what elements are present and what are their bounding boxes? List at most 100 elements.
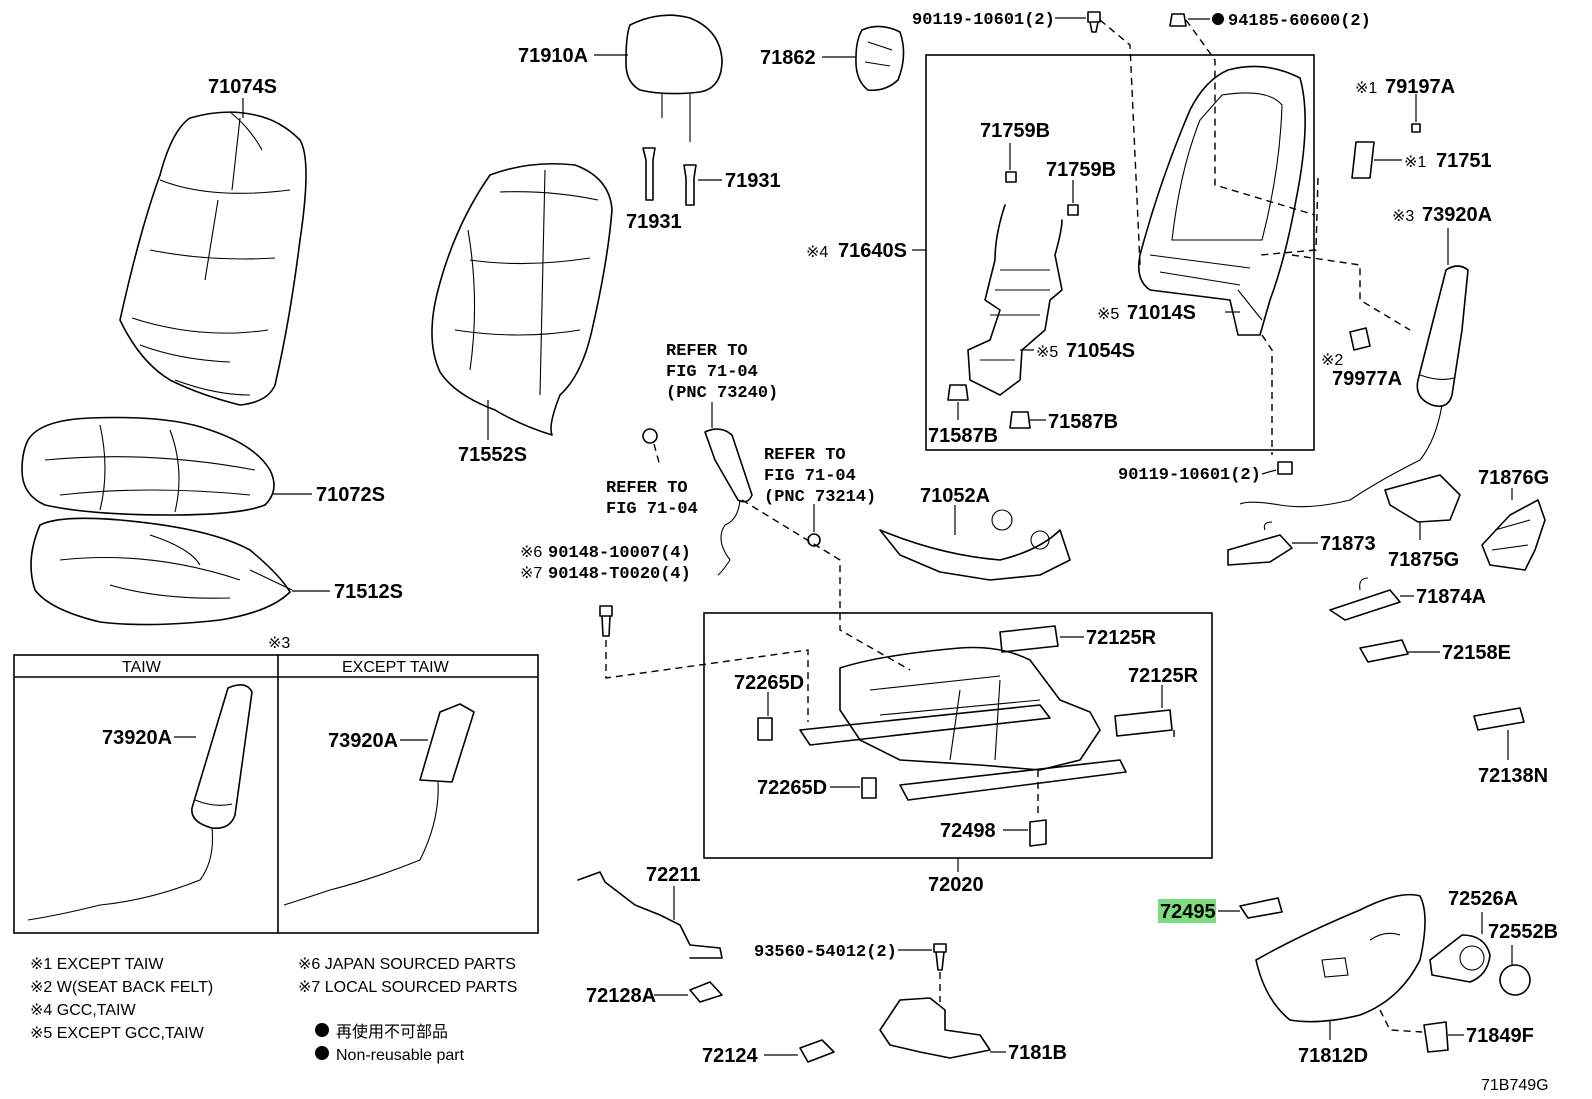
table-col-taiw: TAIW xyxy=(122,659,162,676)
refer-note-3-line2: FIG 71-04 xyxy=(764,467,856,486)
dashed-line-bottom-bolt xyxy=(1261,334,1273,455)
diagram-id: 71B749G xyxy=(1481,1077,1549,1094)
cover-71875G-drawing xyxy=(1384,474,1461,523)
label-71931-right[interactable]: 71931 xyxy=(725,170,781,192)
seat-adjuster-drawing xyxy=(799,646,1127,801)
label-90119-10601-bottom[interactable]: 90119-10601(2) xyxy=(1118,466,1261,485)
table-col-except-taiw: EXCEPT TAIW xyxy=(342,659,450,676)
label-71931-left[interactable]: 71931 xyxy=(626,211,682,233)
bolt-90119-top-drawing xyxy=(1087,11,1187,33)
lumbar-support-drawing xyxy=(967,204,1063,396)
label-93560-54012[interactable]: 93560-54012(2) xyxy=(754,943,897,962)
label-71587B-a[interactable]: 71587B xyxy=(928,425,998,447)
label-71552S[interactable]: 71552S xyxy=(458,444,527,466)
legend-jp: 再使用不可部品 xyxy=(336,1023,448,1041)
refer-note-2-line2: FIG 71-04 xyxy=(606,500,698,519)
note-mark-5a: ※5 xyxy=(1036,344,1058,361)
label-73920A-except-taiw[interactable]: 73920A xyxy=(328,730,398,752)
back-frame-group-box xyxy=(925,54,1315,451)
bolt-90148 xyxy=(599,605,613,637)
label-71873[interactable]: 71873 xyxy=(1320,533,1376,555)
cover-72125R-a xyxy=(999,625,1059,653)
highlight-72495 xyxy=(1158,899,1216,923)
non-reusable-dot xyxy=(1212,13,1224,25)
label-71054S[interactable]: 71054S xyxy=(1066,340,1135,362)
trim-cover-71862-drawing xyxy=(855,25,905,92)
label-72020[interactable]: 72020 xyxy=(928,874,984,896)
legend-en: Non-reusable part xyxy=(336,1047,465,1064)
label-71849F[interactable]: 71849F xyxy=(1466,1025,1534,1047)
refer-note-3-line3: (PNC 73214) xyxy=(764,488,876,507)
clip-71587B-a xyxy=(947,384,969,401)
label-72495[interactable]: 72495 xyxy=(1160,901,1216,923)
cover-71876G-drawing xyxy=(1481,499,1546,571)
refer-note-2-line1: REFER TO xyxy=(606,479,688,498)
label-72125R-b[interactable]: 72125R xyxy=(1128,665,1199,687)
dashed-line-top-bolt xyxy=(1099,19,1141,266)
label-72124[interactable]: 72124 xyxy=(702,1045,758,1067)
label-71074S[interactable]: 71074S xyxy=(208,76,277,98)
label-71072S[interactable]: 71072S xyxy=(316,484,385,506)
label-71751[interactable]: 71751 xyxy=(1436,150,1492,172)
label-73920A-taiw[interactable]: 73920A xyxy=(102,727,172,749)
cover-72125R-b xyxy=(1114,709,1173,737)
variant-table xyxy=(13,654,539,934)
label-71587B-b[interactable]: 71587B xyxy=(1048,411,1118,433)
note-mark-3: ※3 xyxy=(1392,208,1414,225)
label-71759B-b[interactable]: 71759B xyxy=(1046,159,1116,181)
dashed-line-90148 xyxy=(605,640,809,722)
clip-79197A xyxy=(1411,123,1421,133)
dashed-line-buckle xyxy=(741,499,911,671)
label-90119-10601-top[interactable]: 90119-10601(2) xyxy=(912,11,1055,30)
clip-72265D-a xyxy=(757,717,773,741)
felt-79977A xyxy=(1349,327,1371,351)
note-mark-1b: ※1 xyxy=(1404,154,1426,171)
seat-back-frame-drawing xyxy=(1137,65,1306,336)
headrest-guide-drawing xyxy=(642,147,697,206)
cover-72138N xyxy=(1473,707,1525,731)
bolt-90119-bottom xyxy=(1277,461,1293,475)
clip-71587B-b xyxy=(1009,411,1031,429)
table-note-mark-3: ※3 xyxy=(268,635,290,652)
refer-note-1-line3: (PNC 73240) xyxy=(666,384,778,403)
label-72265D-a[interactable]: 72265D xyxy=(734,672,804,694)
label-72526A[interactable]: 72526A xyxy=(1448,888,1518,910)
label-71874A[interactable]: 71874A xyxy=(1416,586,1486,608)
label-71512S[interactable]: 71512S xyxy=(334,581,403,603)
knob-72526A-drawing xyxy=(1429,934,1491,983)
note-6: ※6 JAPAN SOURCED PARTS xyxy=(298,956,516,973)
label-71910A[interactable]: 71910A xyxy=(518,45,588,67)
label-72125R-a[interactable]: 72125R xyxy=(1086,627,1157,649)
label-72138N[interactable]: 72138N xyxy=(1478,765,1548,787)
plate-71751 xyxy=(1351,141,1375,179)
label-71640S[interactable]: 71640S xyxy=(838,240,907,262)
rod-72211-drawing xyxy=(577,871,723,959)
label-73920A[interactable]: 73920A xyxy=(1422,204,1492,226)
label-72498[interactable]: 72498 xyxy=(940,820,996,842)
label-79977A[interactable]: 79977A xyxy=(1332,368,1402,390)
label-72552B[interactable]: 72552B xyxy=(1488,921,1558,943)
label-79197A[interactable]: 79197A xyxy=(1385,76,1455,98)
label-71875G[interactable]: 71875G xyxy=(1388,549,1459,571)
label-72265D-b[interactable]: 72265D xyxy=(757,777,827,799)
label-72158E[interactable]: 72158E xyxy=(1442,642,1511,664)
note-mark-7: ※7 xyxy=(520,565,542,582)
label-72128A[interactable]: 72128A xyxy=(586,985,656,1007)
cover-72495 xyxy=(1239,897,1283,919)
label-90148-T0020[interactable]: 90148-T0020(4) xyxy=(548,565,691,584)
seat-cushion-cover-drawing xyxy=(21,416,275,516)
label-90148-10007[interactable]: 90148-10007(4) xyxy=(548,544,691,563)
label-71812D[interactable]: 71812D xyxy=(1298,1045,1368,1067)
dashed-line-refer-2 xyxy=(653,443,661,467)
label-94185-60600[interactable]: 94185-60600(2) xyxy=(1228,12,1371,31)
label-71052A[interactable]: 71052A xyxy=(920,485,990,507)
label-72211[interactable]: 72211 xyxy=(646,864,701,886)
label-7181B[interactable]: 7181B xyxy=(1008,1042,1067,1064)
seat-back-cover-drawing xyxy=(119,111,307,406)
label-71862[interactable]: 71862 xyxy=(760,47,816,69)
label-71876G[interactable]: 71876G xyxy=(1478,467,1549,489)
label-71759B-a[interactable]: 71759B xyxy=(980,120,1050,142)
refer-note-3-line1: REFER TO xyxy=(764,446,846,465)
note-mark-4: ※4 xyxy=(806,244,828,261)
label-71014S[interactable]: 71014S xyxy=(1127,302,1196,324)
